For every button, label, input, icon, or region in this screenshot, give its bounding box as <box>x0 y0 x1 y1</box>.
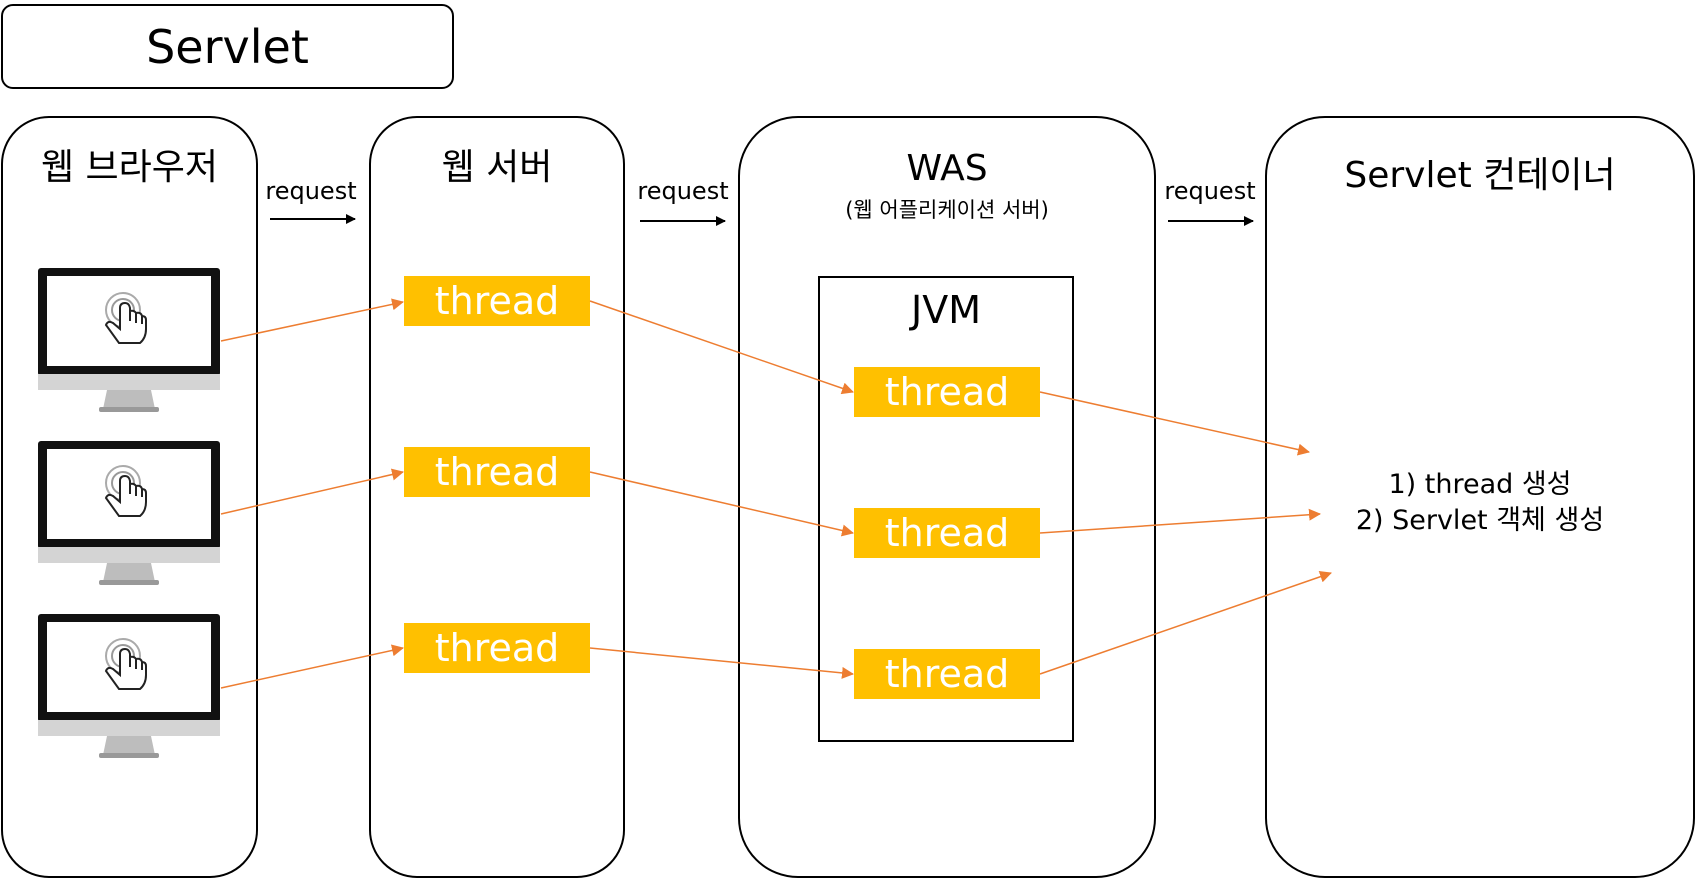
webserver-thread-2: thread <box>404 447 590 497</box>
touch-hand-icon <box>104 292 147 344</box>
webserver-thread-1: thread <box>404 276 590 326</box>
container-column: Servlet 컨테이너 <box>1265 116 1695 878</box>
flow-arrow <box>1039 508 1321 534</box>
was-column-label: WAS <box>906 148 988 189</box>
jvm-thread-3: thread <box>854 649 1040 699</box>
jvm-label: JVM <box>911 288 981 332</box>
flow-arrow <box>589 300 854 395</box>
request-label-1: request <box>265 177 357 205</box>
webserver-column-label: 웹 서버 <box>441 147 553 188</box>
jvm-thread-2: thread <box>854 508 1040 558</box>
monitor-icon <box>38 614 220 758</box>
container-column-label: Servlet 컨테이너 <box>1344 155 1616 196</box>
servlet-note-1: 1) thread 생성 <box>1388 469 1572 500</box>
webserver-thread-3: thread <box>404 623 590 673</box>
browser-column-label: 웹 브라우저 <box>40 147 219 188</box>
webserver-column: 웹 서버 <box>369 116 625 878</box>
flow-arrow <box>589 471 854 537</box>
was-column: WAS (웹 어플리케이션 서버) <box>738 116 1156 878</box>
flow-arrow <box>1039 570 1332 675</box>
jvm-thread-1: thread <box>854 367 1040 417</box>
flow-arrow <box>589 647 854 679</box>
monitor-icon <box>38 441 220 585</box>
flow-arrow <box>220 468 404 515</box>
was-column-sublabel: (웹 어플리케이션 서버) <box>845 198 1049 222</box>
servlet-note-2: 2) Servlet 객체 생성 <box>1355 505 1605 536</box>
request-label-2: request <box>637 177 729 205</box>
diagram-title: Servlet <box>146 19 309 74</box>
touch-hand-icon <box>104 465 147 517</box>
touch-hand-icon <box>104 638 147 690</box>
flow-arrow <box>220 298 404 342</box>
diagram-title-box: Servlet <box>1 4 454 89</box>
request-label-3: request <box>1164 177 1256 205</box>
monitor-icon <box>38 268 220 412</box>
flow-arrow <box>1039 391 1310 456</box>
flow-arrow <box>220 644 404 689</box>
jvm-box: JVM <box>818 276 1074 742</box>
